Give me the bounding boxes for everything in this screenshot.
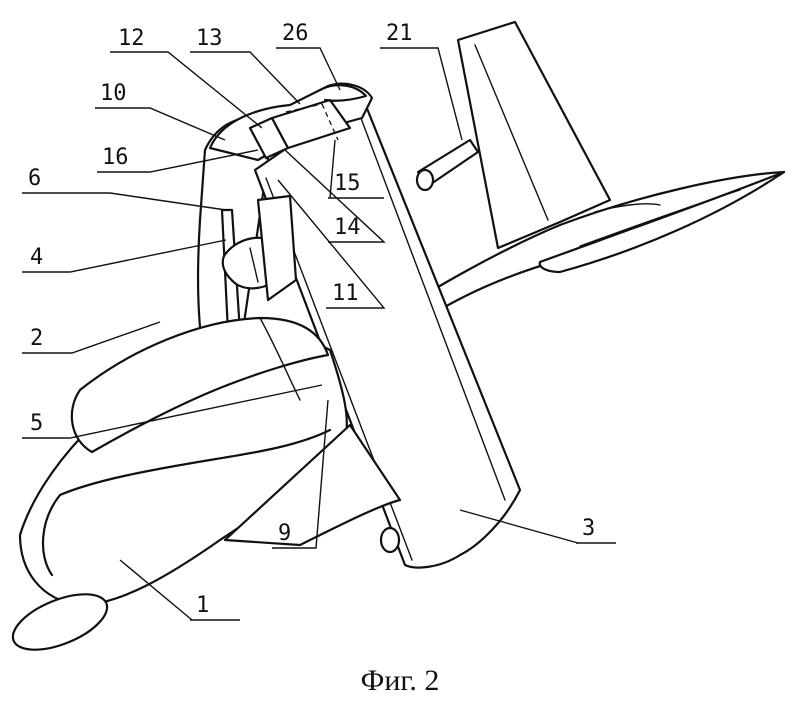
label-14: 14	[334, 215, 361, 240]
label-9: 9	[278, 521, 291, 546]
wing-tip-mechanism	[208, 82, 374, 162]
tail-assembly	[383, 20, 786, 347]
canopy	[70, 316, 330, 454]
landing-gear	[11, 526, 401, 651]
engine-mast	[220, 194, 298, 334]
label-1: 1	[196, 593, 209, 618]
label-3: 3	[582, 516, 595, 541]
label-15: 15	[334, 171, 361, 196]
rear-strut	[415, 138, 480, 192]
label-12: 12	[118, 26, 145, 51]
label-10: 10	[100, 81, 127, 106]
reference-labels: 12 13 26 21 10 16 15 6 14 4 11 2	[22, 21, 616, 621]
figure-caption: Фиг. 2	[360, 664, 440, 697]
label-16: 16	[102, 145, 129, 170]
label-11: 11	[332, 281, 359, 306]
label-26: 26	[282, 21, 309, 46]
label-13: 13	[196, 26, 223, 51]
label-4: 4	[30, 245, 43, 270]
label-2: 2	[30, 326, 43, 351]
label-21: 21	[386, 21, 413, 46]
label-6: 6	[28, 166, 41, 191]
label-5: 5	[30, 411, 43, 436]
